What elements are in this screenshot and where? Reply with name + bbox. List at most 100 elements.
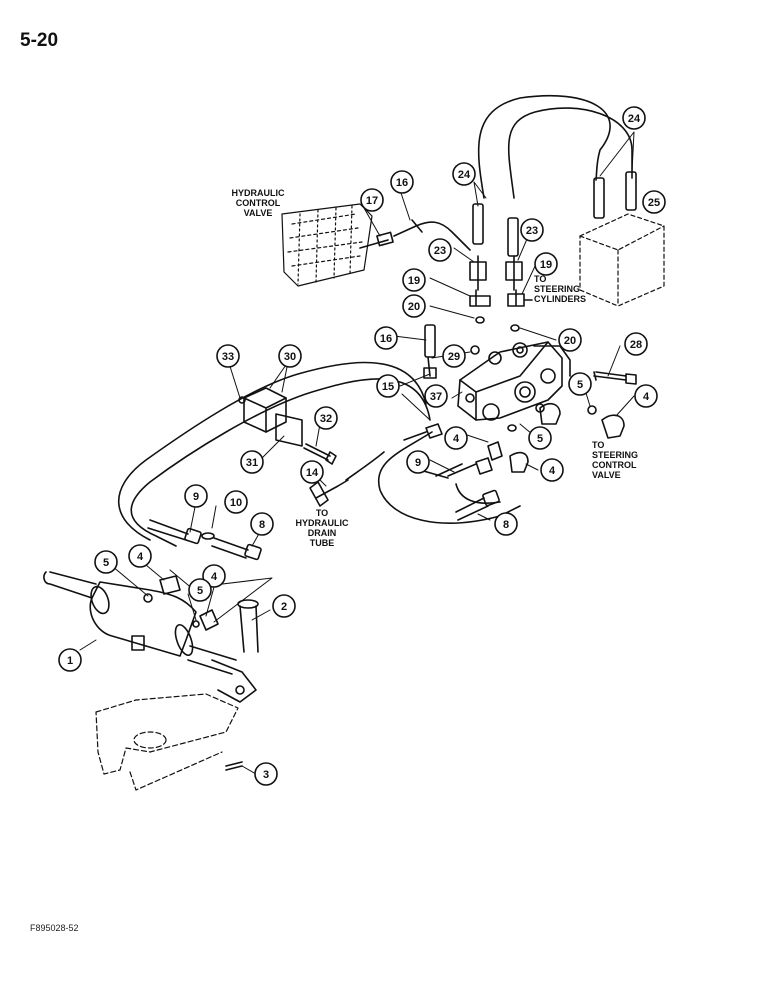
callout-circle: [184, 484, 208, 508]
callout-circle: [424, 384, 448, 408]
callout-circle: [128, 544, 152, 568]
callout-number: 17: [366, 195, 378, 207]
callout-number: 5: [103, 557, 109, 569]
callout-circle: [240, 450, 264, 474]
return-hose: [377, 431, 521, 524]
callout-circle: [444, 426, 468, 450]
callout-circle: [202, 564, 226, 588]
callout-circle: [58, 648, 82, 672]
label-line: TUBE: [310, 538, 335, 548]
callout-c3: 3: [254, 762, 278, 786]
callout-c9a: 9: [184, 484, 208, 508]
label-line: STEERING: [534, 284, 580, 294]
callout-circle: [406, 450, 430, 474]
label-line: VALVE: [592, 470, 621, 480]
callout-number: 24: [628, 113, 641, 125]
callout-number: 8: [259, 519, 265, 531]
callout-number: 15: [382, 381, 394, 393]
callout-number: 33: [222, 351, 234, 363]
callout-number: 8: [503, 519, 509, 531]
callout-number: 4: [549, 465, 556, 477]
callout-number: 19: [408, 275, 420, 287]
callout-circle: [250, 512, 274, 536]
label-line: CONTROL: [236, 198, 281, 208]
callout-c20b: 20: [558, 328, 582, 352]
callout-number: 31: [246, 457, 258, 469]
callout-number: 16: [396, 177, 408, 189]
callout-circle: [528, 426, 552, 450]
callout-circle: [314, 406, 338, 430]
callout-c16b: 16: [374, 326, 398, 350]
callout-c4e: 4: [540, 458, 564, 482]
label-line: VALVE: [244, 208, 273, 218]
callout-circle: [624, 332, 648, 356]
hose-9-left: [147, 519, 189, 541]
callout-number: 20: [564, 335, 576, 347]
callout-c16a: 16: [390, 170, 414, 194]
callout-c8a: 8: [250, 512, 274, 536]
callout-c37: 37: [424, 384, 448, 408]
callout-circle: [402, 268, 426, 292]
callout-circle: [428, 238, 452, 262]
callout-c4b: 4: [202, 564, 226, 588]
callout-circle: [272, 594, 296, 618]
callout-number: 10: [230, 497, 242, 509]
callout-number: 37: [430, 391, 442, 403]
callout-number: 20: [408, 301, 420, 313]
callout-number: 28: [630, 339, 642, 351]
callout-circle: [94, 550, 118, 574]
callout-circle: [568, 372, 592, 396]
label-line: TO: [534, 274, 546, 284]
callout-number: 5: [537, 433, 543, 445]
callout-c25: 25: [642, 190, 666, 214]
callout-number: 5: [577, 379, 583, 391]
callout-circle: [254, 762, 278, 786]
callout-number: 4: [453, 433, 460, 445]
callout-c5d: 5: [528, 426, 552, 450]
callout-circle: [622, 106, 646, 130]
callout-number: 32: [320, 413, 332, 425]
callout-circle: [442, 344, 466, 368]
callout-circle: [634, 384, 658, 408]
steering-cylinder: [43, 571, 257, 703]
callout-circle: [494, 512, 518, 536]
callout-c31: 31: [240, 450, 264, 474]
reservoir-box: [579, 213, 665, 307]
label-line: STEERING: [592, 450, 638, 460]
callout-circle: [558, 328, 582, 352]
callout-number: 4: [211, 571, 218, 583]
label-line: CONTROL: [592, 460, 637, 470]
hydraulic-control-valve-body: [281, 203, 373, 287]
callout-c10: 10: [224, 490, 248, 514]
callout-number: 30: [284, 351, 296, 363]
callout-c4d: 4: [444, 426, 468, 450]
callout-number: 5: [197, 585, 203, 597]
callout-number: 9: [193, 491, 199, 503]
callout-c5a: 5: [94, 550, 118, 574]
callout-circle: [540, 458, 564, 482]
callout-c1: 1: [58, 648, 82, 672]
callout-circle: [278, 344, 302, 368]
callout-c5b: 5: [188, 578, 212, 602]
callout-c5c: 5: [568, 372, 592, 396]
callout-number: 23: [526, 225, 538, 237]
callout-circle: [188, 578, 212, 602]
callout-circle: [452, 162, 476, 186]
hose-24-loop-inner: [508, 107, 633, 199]
callout-c8b: 8: [494, 512, 518, 536]
valve-block: [457, 341, 571, 421]
callout-c2: 2: [272, 594, 296, 618]
callout-c14: 14: [300, 460, 324, 484]
callout-c29: 29: [442, 344, 466, 368]
callout-number: 29: [448, 351, 460, 363]
callout-number: 25: [648, 197, 660, 209]
callout-c24a: 24: [452, 162, 476, 186]
figure-code: F895028-52: [30, 923, 79, 933]
callout-circle: [374, 326, 398, 350]
callout-circle: [360, 188, 384, 212]
callout-circle: [402, 294, 426, 318]
label-line: HYDRAULIC: [232, 188, 285, 198]
callout-circle: [216, 344, 240, 368]
callout-number: 24: [458, 169, 471, 181]
callout-circle: [534, 252, 558, 276]
